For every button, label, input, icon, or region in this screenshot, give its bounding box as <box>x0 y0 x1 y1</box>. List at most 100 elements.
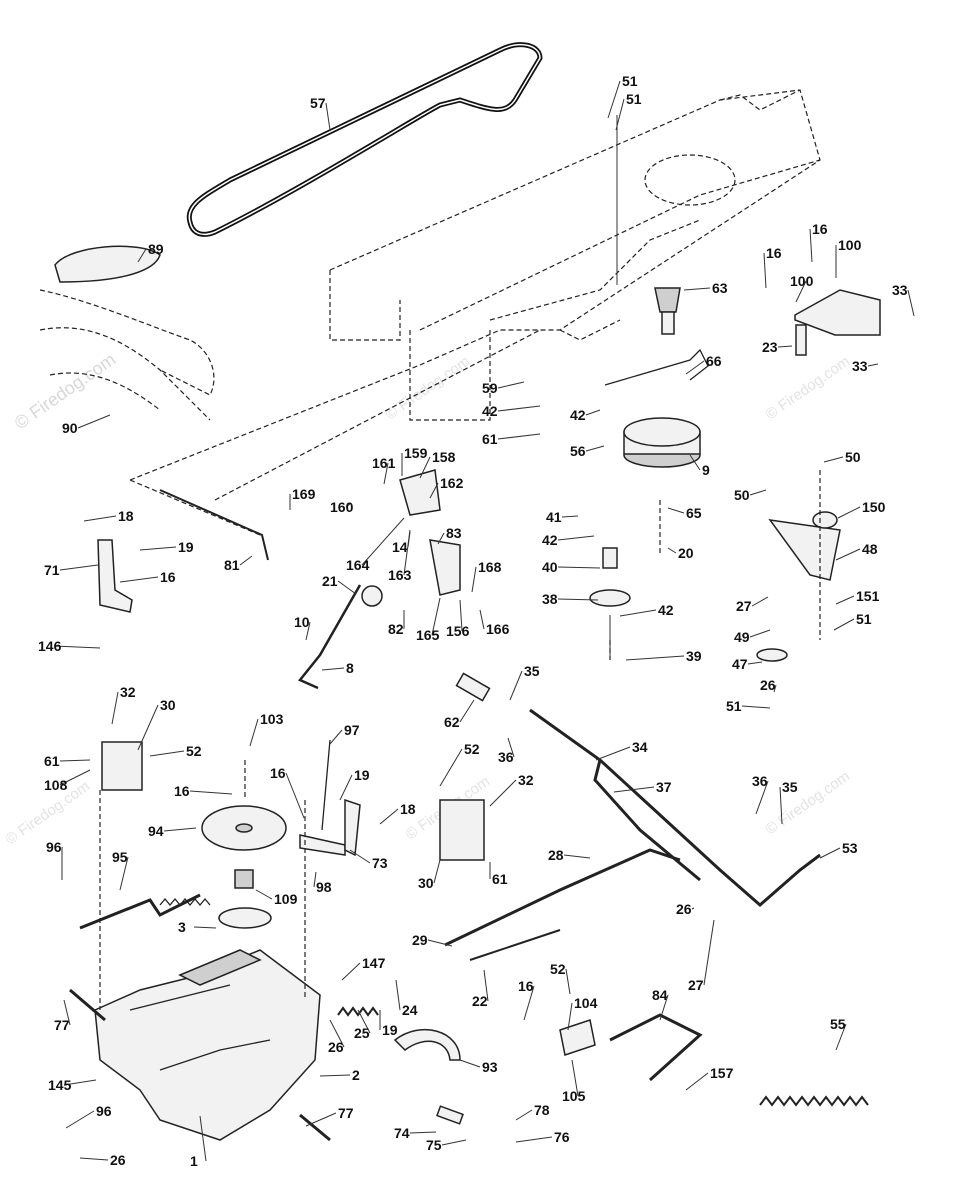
clutch-rod <box>604 348 709 386</box>
callout-leader <box>339 774 353 801</box>
callout-leader <box>497 433 541 440</box>
callout-leader <box>867 363 879 367</box>
part-callout: 146 <box>38 638 62 654</box>
part-callout: 36 <box>752 773 768 789</box>
callout-leader <box>619 609 657 617</box>
part-callout: 26 <box>760 677 776 693</box>
brake-rod <box>444 848 681 947</box>
part-callout: 61 <box>492 871 508 887</box>
callout-leader <box>459 1059 481 1068</box>
callout-leader <box>305 621 311 641</box>
part-callout: 33 <box>892 282 908 298</box>
callout-leader <box>429 482 439 499</box>
callout-leader <box>137 704 159 751</box>
part-callout: 96 <box>46 839 62 855</box>
leader-lines <box>99 470 821 1010</box>
part-callout: 55 <box>830 1016 846 1032</box>
callout-leader <box>667 547 677 554</box>
spring-95 <box>159 897 211 907</box>
callout-leader <box>249 718 259 747</box>
callout-leader <box>193 926 217 929</box>
callout-leader <box>497 405 541 412</box>
callout-leader <box>319 1074 351 1077</box>
part-callout: 104 <box>574 995 598 1011</box>
part-callout: 97 <box>344 722 360 738</box>
part-callout: 2 <box>352 1067 360 1083</box>
part-callout: 75 <box>426 1137 442 1153</box>
part-callout: 40 <box>542 559 558 575</box>
part-callout: 65 <box>686 505 702 521</box>
part-callout: 93 <box>482 1059 498 1075</box>
callout-leader <box>835 1023 847 1051</box>
lift-lever <box>298 584 362 690</box>
callout-leader <box>255 889 273 900</box>
part-callout: 94 <box>148 823 164 839</box>
part-callout: 169 <box>292 486 316 502</box>
part-callout: 10 <box>294 614 310 630</box>
callout-leader <box>383 462 389 485</box>
callout-leader <box>819 847 841 859</box>
part-callout: 161 <box>372 455 396 471</box>
callout-leader <box>703 919 715 986</box>
part-callout: 32 <box>518 772 534 788</box>
callout-leader <box>419 456 431 479</box>
callout-leader <box>507 737 515 758</box>
part-callout: 51 <box>726 698 742 714</box>
bracket-73-upright <box>344 798 361 857</box>
part-callout: 164 <box>346 557 370 573</box>
part-callout: 160 <box>330 499 354 515</box>
callout-leader <box>437 532 445 545</box>
callout-leader <box>523 985 535 1021</box>
part-callout: 159 <box>404 445 428 461</box>
callout-leader <box>763 252 767 289</box>
part-callout: 42 <box>542 532 558 548</box>
callout-leader <box>585 409 601 416</box>
callout-leader <box>607 80 621 119</box>
part-callout: 34 <box>632 739 648 755</box>
part-callout: 14 <box>392 539 408 555</box>
part-callout: 16 <box>812 221 828 237</box>
part-callout: 9 <box>702 462 710 478</box>
callout-leader <box>685 360 705 375</box>
part-callout: 21 <box>322 573 338 589</box>
callout-leader <box>515 1109 533 1121</box>
part-callout: 156 <box>446 623 470 639</box>
part-callout: 96 <box>96 1103 112 1119</box>
part-callout: 33 <box>852 358 868 374</box>
part-callout: 25 <box>354 1025 370 1041</box>
bracket-104 <box>559 1019 596 1056</box>
callout-leader <box>835 548 861 561</box>
bracket-right <box>439 799 485 861</box>
part-callout: 38 <box>542 591 558 607</box>
part-callout: 49 <box>734 629 750 645</box>
part-callout: 77 <box>54 1017 70 1033</box>
part-callout: 16 <box>518 978 534 994</box>
part-callout: 100 <box>790 273 814 289</box>
callout-leader <box>823 456 844 463</box>
part-callout: 35 <box>524 663 540 679</box>
part-callout: 22 <box>472 993 488 1009</box>
part-callout: 26 <box>328 1039 344 1055</box>
callout-leader <box>361 517 405 566</box>
callout-leader <box>119 576 159 583</box>
part-callout: 50 <box>734 487 750 503</box>
part-callout: 81 <box>224 557 240 573</box>
spindle <box>616 115 681 335</box>
part-callout: 84 <box>652 987 668 1003</box>
callout-leader <box>691 907 695 910</box>
callout-leader <box>659 994 669 1021</box>
callout-leader <box>119 856 129 891</box>
part-callout: 51 <box>856 611 872 627</box>
lever-knob <box>361 585 383 607</box>
callout-leader <box>741 705 771 709</box>
pin-74 <box>436 1105 464 1125</box>
bracket-73 <box>299 834 346 856</box>
part-callout: 73 <box>372 855 388 871</box>
part-callout: 3 <box>178 919 186 935</box>
part-callout: 62 <box>444 714 460 730</box>
callout-leader <box>689 454 701 471</box>
part-callout: 56 <box>570 443 586 459</box>
rod-157 <box>609 1013 703 1082</box>
callout-leader <box>337 580 357 595</box>
